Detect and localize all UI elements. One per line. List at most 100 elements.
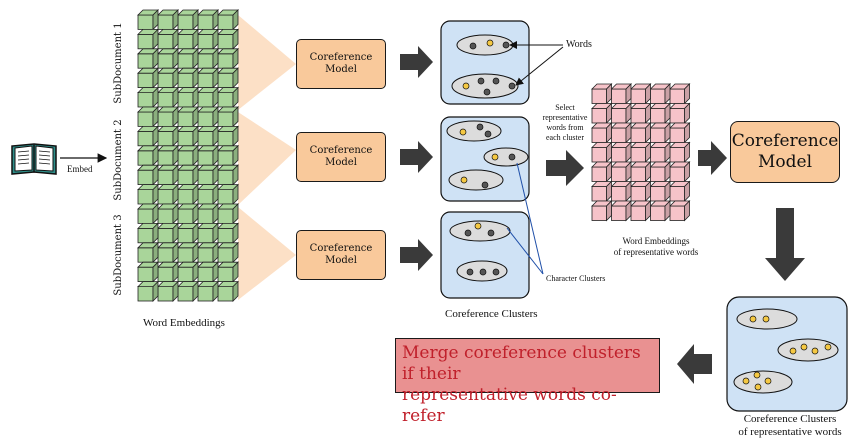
arrow-model-down <box>765 208 805 281</box>
words-label: Words <box>566 39 592 50</box>
pink-cube <box>610 161 632 183</box>
pink-cube <box>610 141 632 163</box>
green-cube <box>197 183 219 205</box>
pink-cube <box>649 180 671 202</box>
green-cube <box>137 164 159 186</box>
green-cube <box>157 222 179 244</box>
green-cube <box>137 144 159 167</box>
pink-cube <box>669 141 691 163</box>
green-cube <box>217 47 239 70</box>
select-line-4: each cluster <box>546 133 584 142</box>
green-cube <box>197 67 219 89</box>
merge-box: Merge coreference clusters if their repr… <box>395 338 660 426</box>
green-cube <box>157 183 179 205</box>
green-cube <box>137 222 159 244</box>
green-cube <box>177 280 199 302</box>
pink-cube <box>610 83 632 105</box>
green-cube <box>157 144 179 167</box>
green-cube <box>217 241 239 264</box>
pink-cube <box>610 102 632 124</box>
cluster-panel-1 <box>440 20 530 105</box>
pink-cube <box>669 102 691 124</box>
pink-cube <box>649 102 671 124</box>
green-cube <box>177 203 199 225</box>
pink-cube <box>591 200 613 222</box>
select-line-1: Select <box>555 103 575 112</box>
green-cube <box>177 183 199 205</box>
green-cube <box>197 222 219 244</box>
merge-line-1: Merge coreference clusters if their <box>402 343 641 384</box>
green-cube <box>177 9 199 31</box>
pink-cube <box>610 180 632 202</box>
green-cube <box>177 67 199 89</box>
coref-rep-line-2: of representative words <box>738 426 842 438</box>
green-cube <box>217 86 239 108</box>
green-cube <box>137 47 159 70</box>
green-cube <box>177 28 199 50</box>
coref-model-2-line2: Model <box>325 157 357 168</box>
green-cube <box>177 86 199 108</box>
green-cube <box>217 183 239 205</box>
pink-cube <box>591 83 613 105</box>
green-cube <box>157 47 179 70</box>
book-icon <box>11 143 57 175</box>
word-emb-rep-line-2: of representative words <box>613 247 699 257</box>
pink-cube <box>630 141 652 163</box>
coref-model-3-line2: Model <box>325 255 357 266</box>
green-cube <box>157 67 179 89</box>
pink-cube <box>591 161 613 183</box>
pink-cube <box>630 102 652 124</box>
green-cube <box>137 28 159 50</box>
coref-model-final-line1: Coreference <box>731 131 839 151</box>
green-cube <box>157 261 179 283</box>
green-cube <box>177 106 199 128</box>
coref-model-2-line1: Coreference <box>309 145 373 156</box>
embed-label: Embed <box>67 164 93 174</box>
character-clusters-label: Character Clusters <box>546 274 606 283</box>
green-cube <box>217 203 239 225</box>
green-cube <box>157 241 179 264</box>
green-cube <box>137 280 159 302</box>
green-cube <box>177 144 199 167</box>
green-cube <box>217 222 239 244</box>
select-line-2: representative <box>542 113 588 122</box>
green-cube <box>197 106 219 128</box>
green-cube <box>157 203 179 225</box>
green-cube <box>197 28 219 50</box>
coref-model-1-line1: Coreference <box>309 52 373 63</box>
subdocument-1-label: SubDocument 1 <box>113 22 124 104</box>
green-cube <box>197 47 219 70</box>
coref-clusters-representative-label: Coreference Clusters of representative w… <box>720 413 860 439</box>
block-arrows <box>400 46 805 384</box>
green-cube <box>177 164 199 186</box>
green-cube <box>217 261 239 283</box>
pink-cube <box>669 122 691 144</box>
character-cluster-lines <box>506 162 544 275</box>
green-cube <box>197 261 219 283</box>
coref-model-1-line2: Model <box>325 64 357 75</box>
green-cube <box>157 28 179 50</box>
pink-cube <box>669 180 691 202</box>
green-cube <box>177 261 199 283</box>
subdocument-2-label: SubDocument 2 <box>113 119 124 201</box>
pink-cube <box>649 83 671 105</box>
pink-cube <box>630 83 652 105</box>
green-cube <box>197 125 219 147</box>
green-cube <box>197 203 219 225</box>
green-cube <box>137 106 159 128</box>
green-cube <box>157 164 179 186</box>
coref-model-final-line2: Model <box>757 152 813 172</box>
green-cube <box>157 86 179 108</box>
pink-cube <box>649 200 671 222</box>
green-cube <box>217 67 239 89</box>
green-cube <box>197 9 219 31</box>
green-cube <box>197 280 219 302</box>
cluster-panel-3 <box>440 211 530 299</box>
green-cube <box>137 67 159 89</box>
pink-cube <box>591 141 613 163</box>
pink-cube <box>630 180 652 202</box>
pink-cube <box>591 122 613 144</box>
green-cube <box>137 86 159 108</box>
